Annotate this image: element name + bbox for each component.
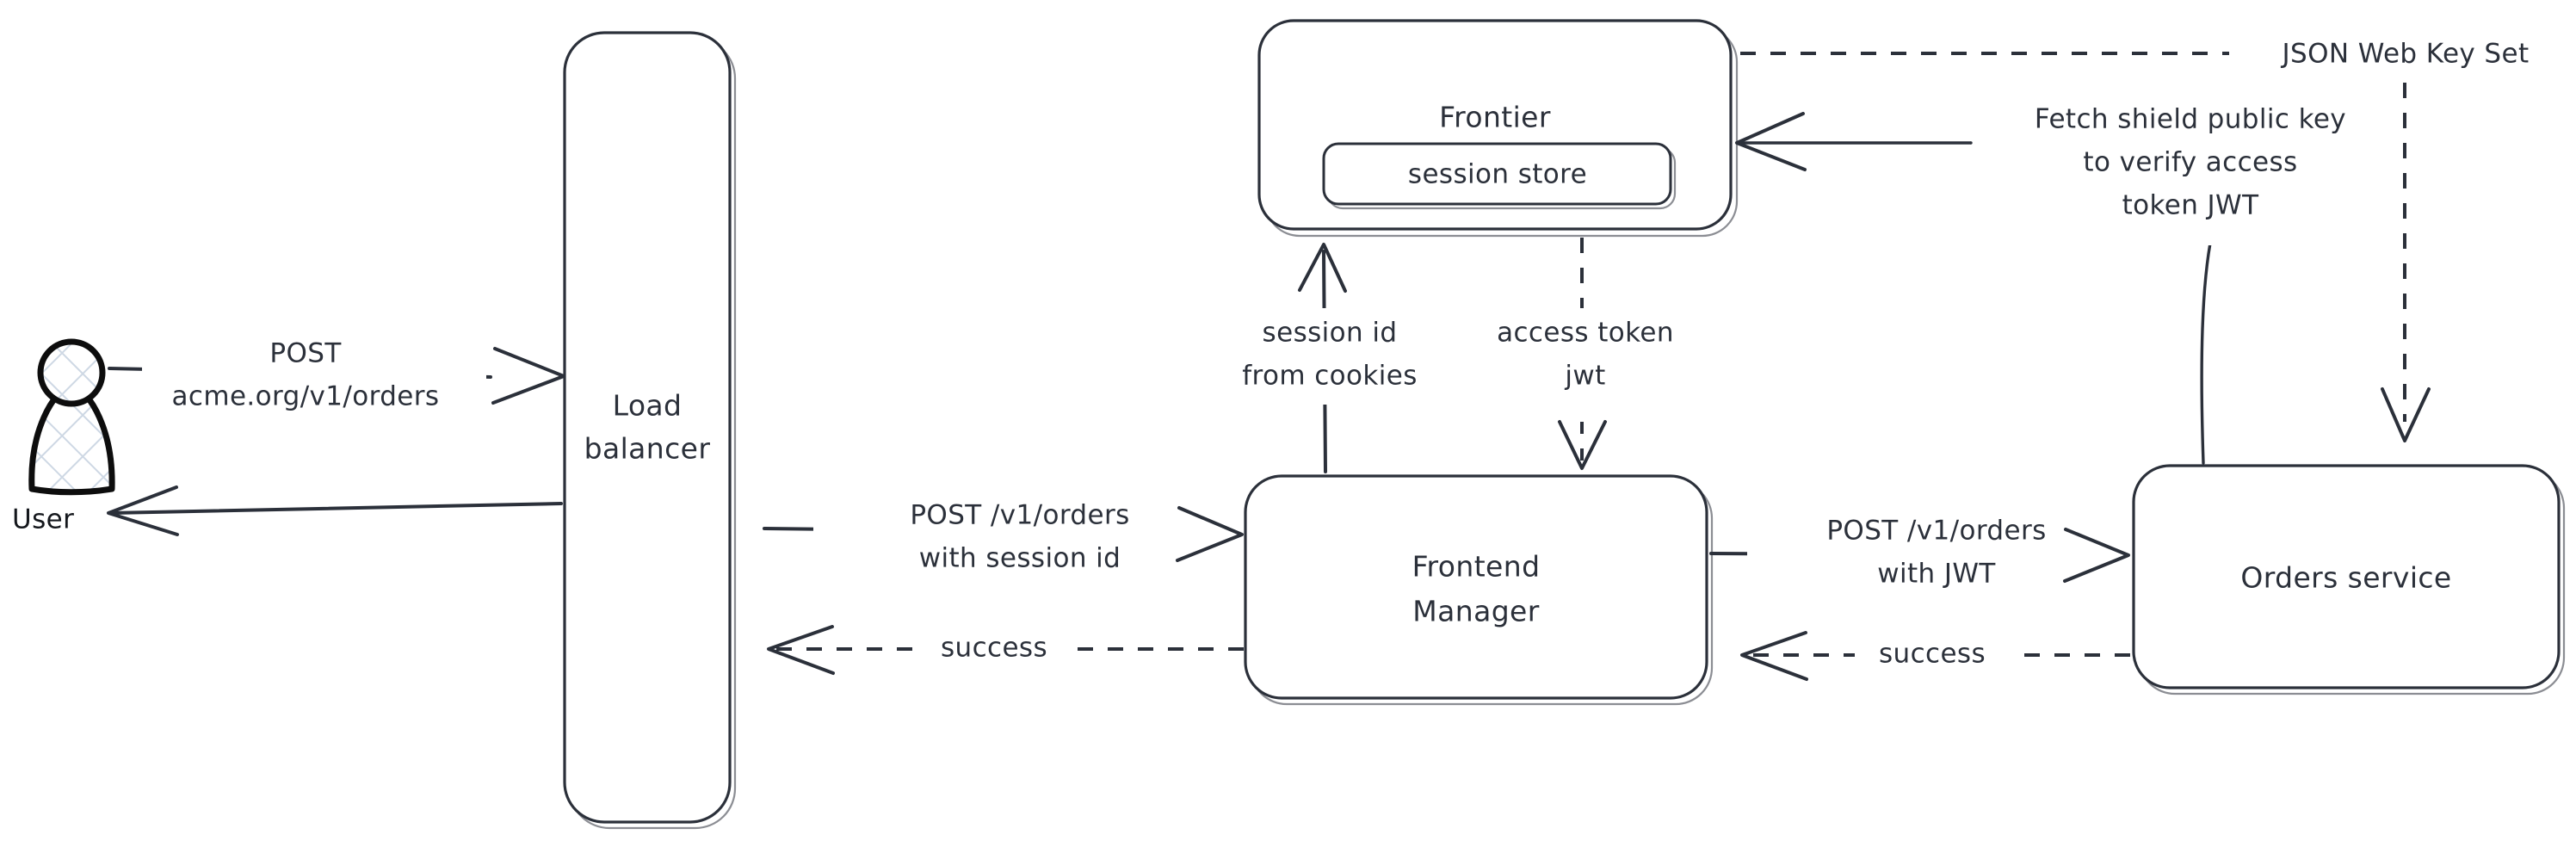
arrowhead-left-icon — [767, 625, 835, 675]
arrowhead-up-icon — [1298, 243, 1347, 293]
edge-frontier-to-orders-service: JSON Web Key Set — [1740, 28, 2576, 442]
user-label: User — [12, 504, 74, 535]
edge-label-acme-url: acme.org/v1/orders — [172, 381, 440, 412]
edge-frontend-manager-to-frontier: session id from cookies — [1209, 243, 1450, 473]
arrowhead-down-icon — [1558, 420, 1607, 470]
edge-user-to-load-balancer: POST acme.org/v1/orders — [108, 329, 565, 425]
session-store-label: session store — [1408, 159, 1587, 190]
session-store-box — [1322, 142, 1672, 206]
edge-label-post-v1-orders-jwt: POST /v1/orders — [1826, 516, 2046, 547]
edge-label-post-v1-orders-session: POST /v1/orders — [910, 500, 1129, 531]
frontier-label: Frontier — [1439, 101, 1551, 134]
node-load-balancer[interactable]: Load balancer — [563, 31, 737, 830]
edge-frontier-to-frontend-manager: access token jwt — [1467, 238, 1708, 470]
edge-label-success-right: success — [1879, 639, 1986, 670]
user-icon — [28, 380, 115, 496]
arrowhead-left-icon — [1735, 112, 1807, 171]
arrowhead-left-icon — [1740, 631, 1808, 681]
node-user[interactable]: User — [12, 338, 115, 535]
edge-label-session-id: session id — [1263, 318, 1398, 349]
load-balancer-label-line1: Load — [613, 389, 683, 423]
node-orders-service[interactable]: Orders service — [2132, 464, 2566, 696]
edge-label-with-session-id: with session id — [919, 543, 1121, 574]
edge-frontend-manager-to-orders-service: POST /v1/orders with JWT — [1709, 506, 2130, 603]
frontend-manager-box — [1244, 474, 1708, 700]
arrowhead-right-icon — [1176, 506, 1244, 562]
arrowhead-right-icon — [2063, 528, 2130, 583]
orders-service-label: Orders service — [2240, 561, 2451, 595]
orders-service-box — [2132, 464, 2561, 689]
load-balancer-box — [563, 31, 732, 824]
edge-label-with-jwt: with JWT — [1877, 559, 1996, 590]
edge-label-to-verify-access: to verify access — [2083, 147, 2297, 178]
edge-label-jwt: jwt — [1564, 361, 1605, 392]
edge-frontend-manager-to-load-balancer-success: success — [767, 625, 1244, 675]
frontend-manager-label-line2: Manager — [1412, 595, 1539, 628]
user-head-icon — [37, 338, 106, 407]
arrowhead-right-icon — [491, 347, 565, 405]
frontend-manager-label-line1: Frontend — [1412, 550, 1541, 584]
arrowhead-down-icon — [2381, 387, 2431, 442]
edge-label-fetch-shield-public-key: Fetch shield public key — [2035, 104, 2346, 135]
edge-label-access-token: access token — [1497, 318, 1674, 349]
edge-load-balancer-to-frontend-manager: POST /v1/orders with session id — [763, 491, 1244, 587]
edge-orders-service-to-frontier: Fetch shield public key to verify access… — [1735, 95, 2401, 465]
node-frontier[interactable]: Frontier session store — [1257, 19, 1739, 238]
node-frontend-manager[interactable]: Frontend Manager — [1244, 474, 1714, 706]
edge-label-post: POST — [269, 338, 342, 369]
edge-label-from-cookies: from cookies — [1242, 361, 1418, 392]
edge-label-token-jwt: token JWT — [2122, 190, 2260, 221]
edge-load-balancer-to-user — [107, 485, 563, 536]
load-balancer-label-line2: balancer — [584, 432, 711, 466]
edge-orders-service-to-frontend-manager-success: success — [1740, 631, 2130, 681]
edge-label-json-web-key-set: JSON Web Key Set — [2280, 39, 2529, 70]
edge-label-success-left: success — [941, 633, 1047, 664]
arrowhead-left-icon — [107, 485, 179, 536]
